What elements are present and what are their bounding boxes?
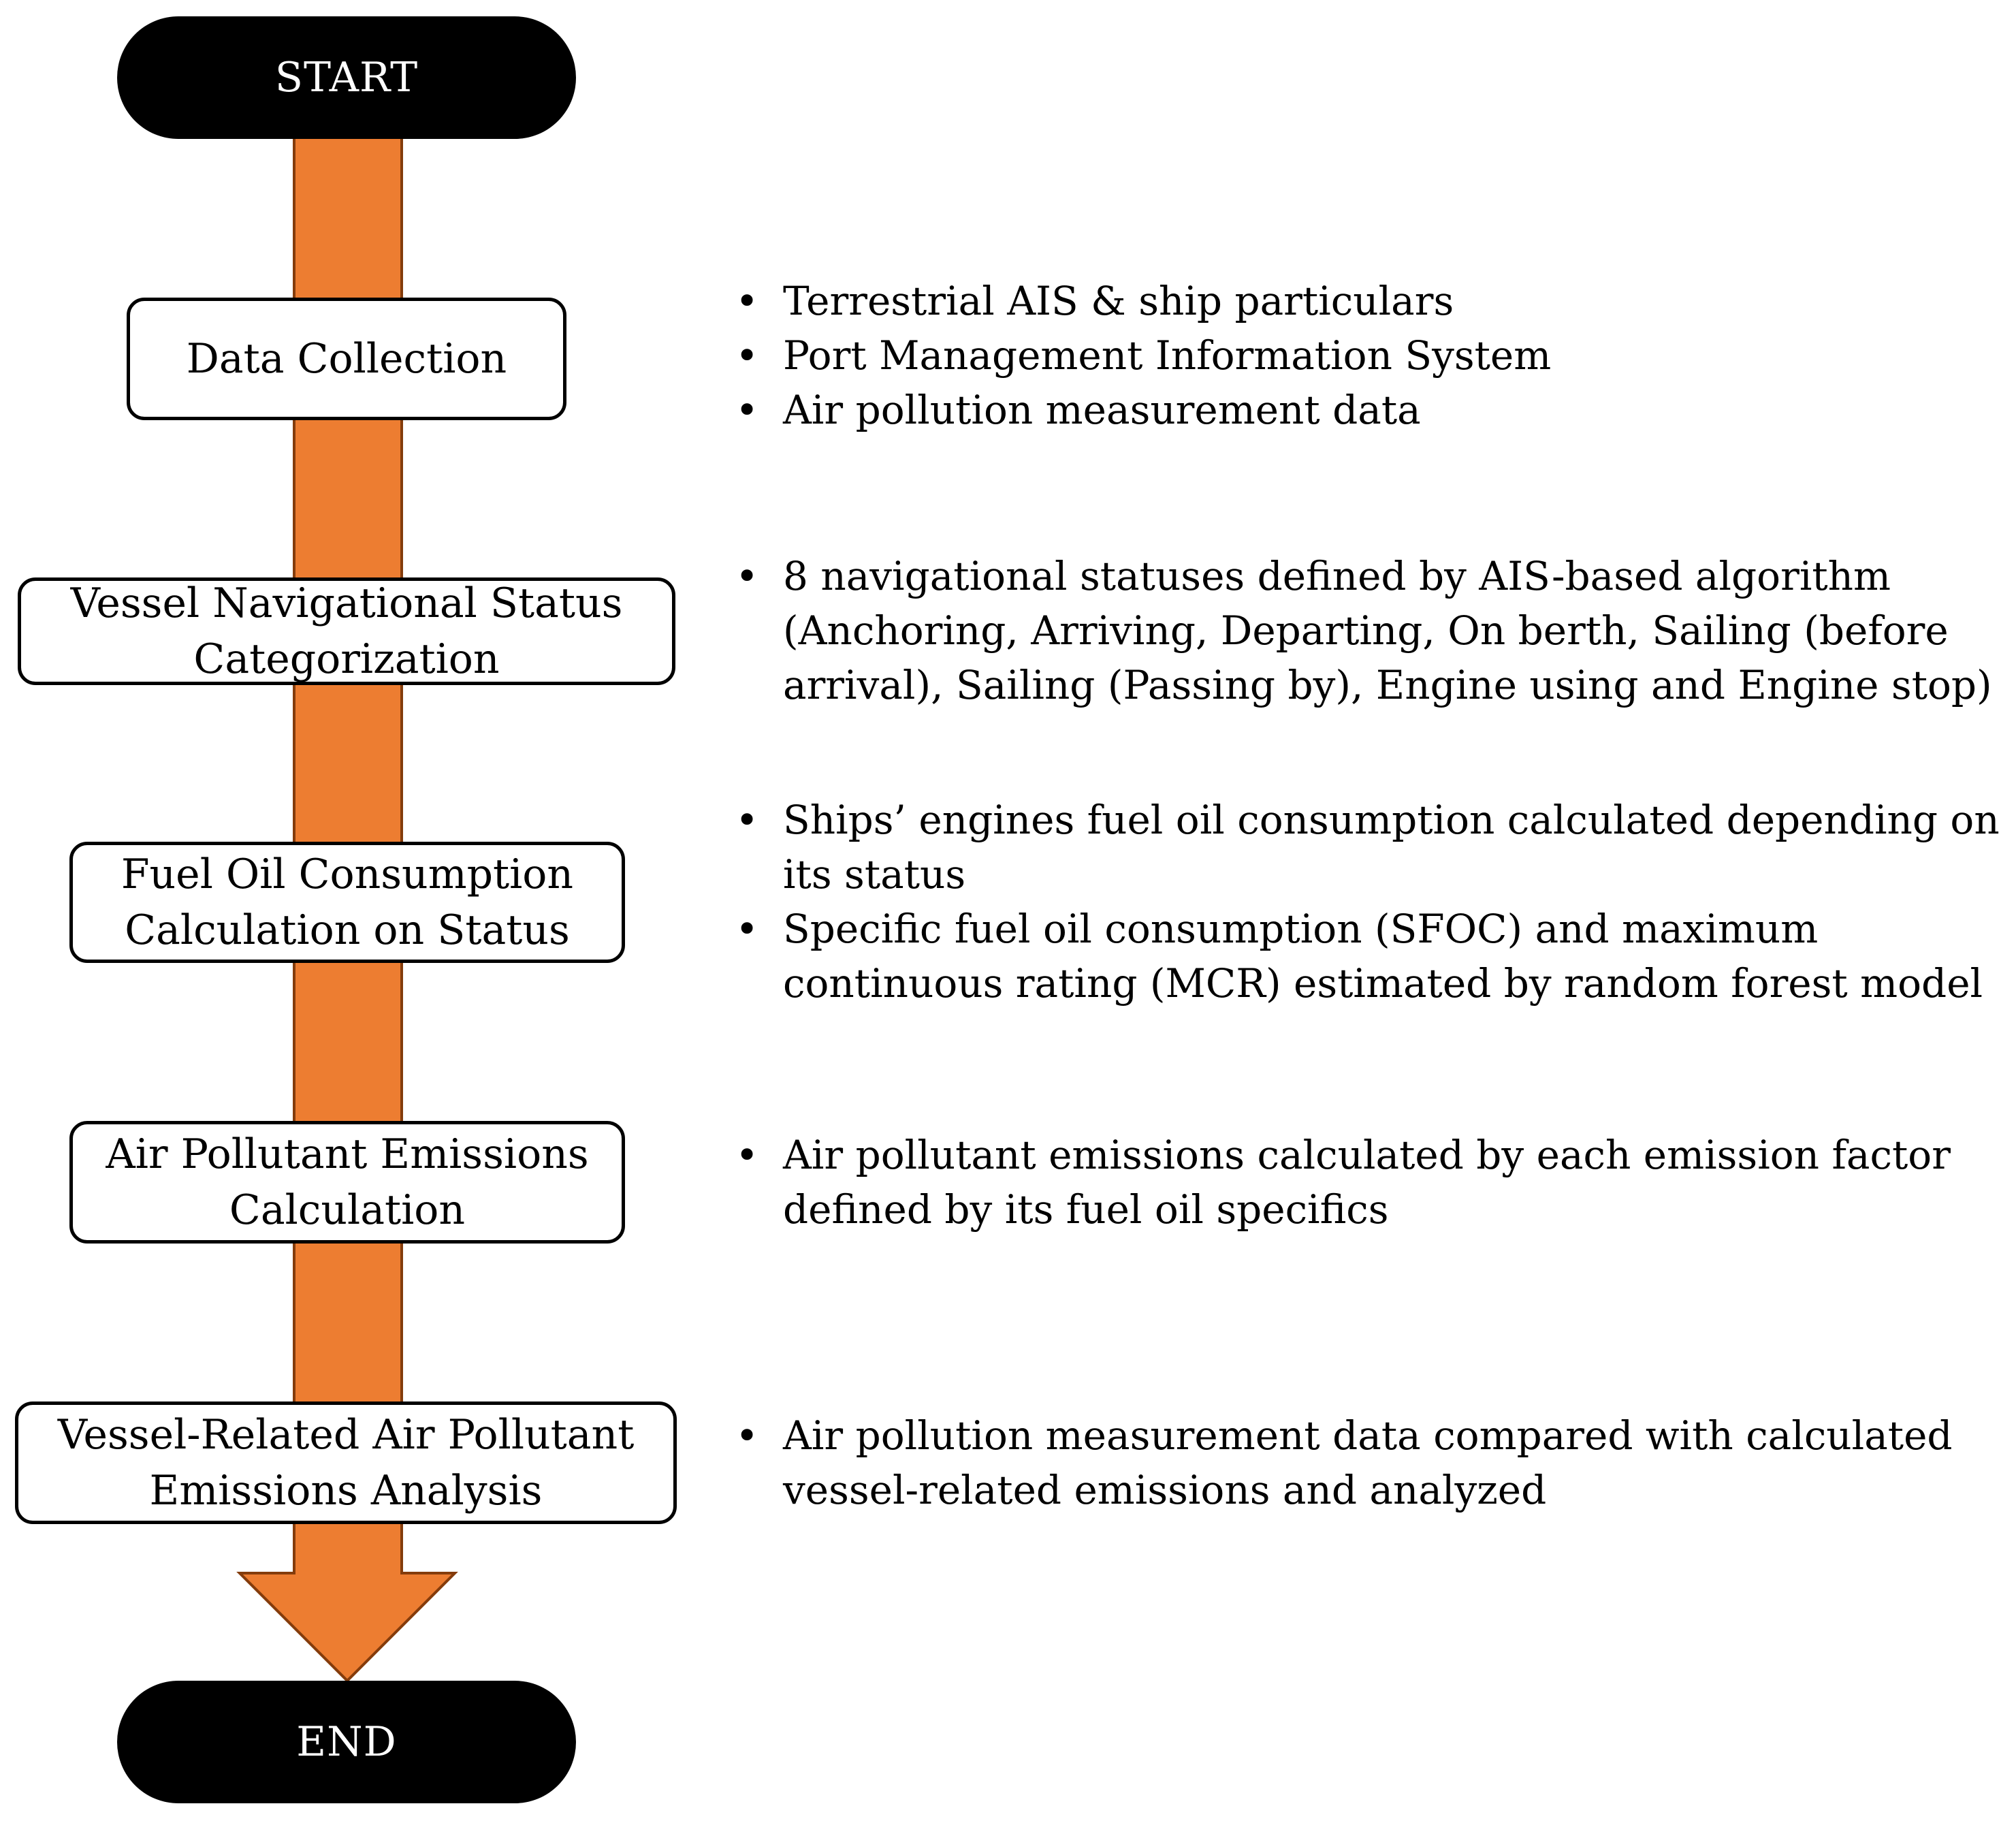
step-title-line: Data Collection	[186, 335, 507, 383]
bullet-line: its status	[783, 851, 966, 898]
bullet-item: • Air pollutant emissions calculated by …	[729, 1128, 2009, 1237]
bullets-data-collection: • Terrestrial AIS & ship particulars • P…	[729, 274, 2009, 437]
step-navigational-status: Vessel Navigational Status Categorizatio…	[18, 577, 675, 685]
bullet-line: 8 navigational statuses defined by AIS-b…	[783, 553, 1891, 599]
bullet-line: Ships’ engines fuel oil consumption calc…	[783, 797, 2000, 843]
bullet-line: arrival), Sailing (Passing by), Engine u…	[783, 662, 1992, 708]
end-label: END	[296, 1718, 397, 1766]
bullet-item: • Port Management Information System	[729, 328, 2009, 383]
step-title-line: Calculation	[229, 1186, 466, 1234]
bullet-line: (Anchoring, Arriving, Departing, On bert…	[783, 607, 1949, 654]
bullet-item: • 8 navigational statuses defined by AIS…	[729, 549, 2009, 712]
bullet-item: • Air pollution measurement data compare…	[729, 1408, 2009, 1517]
bullet-dot: •	[735, 278, 759, 324]
bullet-line: Air pollutant emissions calculated by ea…	[783, 1132, 1951, 1178]
bullets-emissions-analysis: • Air pollution measurement data compare…	[729, 1408, 2009, 1517]
bullet-dot: •	[735, 387, 759, 433]
bullets-emissions-calculation: • Air pollutant emissions calculated by …	[729, 1128, 2009, 1237]
bullets-fuel-oil-consumption: • Ships’ engines fuel oil consumption ca…	[729, 793, 2009, 1011]
bullets-navigational-status: • 8 navigational statuses defined by AIS…	[729, 549, 2009, 712]
step-emissions-analysis: Vessel-Related Air Pollutant Emissions A…	[15, 1402, 677, 1524]
bullet-dot: •	[735, 1132, 759, 1178]
step-title-line: Vessel Navigational Status	[70, 580, 623, 627]
step-fuel-oil-consumption: Fuel Oil Consumption Calculation on Stat…	[69, 842, 625, 963]
bullet-line: Port Management Information System	[783, 332, 1552, 379]
bullet-line: Terrestrial AIS & ship particulars	[783, 278, 1454, 324]
bullet-item: • Specific fuel oil consumption (SFOC) a…	[729, 902, 2009, 1011]
bullet-dot: •	[735, 332, 759, 379]
step-title-line: Emissions Analysis	[149, 1467, 543, 1515]
step-title-line: Categorization	[193, 635, 500, 683]
bullet-dot: •	[735, 797, 759, 843]
bullet-item: • Terrestrial AIS & ship particulars	[729, 274, 2009, 328]
bullet-line: vessel-related emissions and analyzed	[783, 1467, 1547, 1513]
step-title-line: Vessel-Related Air Pollutant	[57, 1411, 635, 1459]
step-data-collection: Data Collection	[127, 298, 566, 420]
bullet-dot: •	[735, 553, 759, 599]
bullet-line: Air pollution measurement data	[783, 387, 1421, 433]
bullet-line: continuous rating (MCR) estimated by ran…	[783, 960, 1983, 1007]
end-terminal: END	[117, 1681, 576, 1803]
start-label: START	[274, 54, 419, 101]
bullet-line: defined by its fuel oil specifics	[783, 1186, 1389, 1233]
step-title-line: Fuel Oil Consumption	[121, 851, 574, 898]
bullet-dot: •	[735, 1412, 759, 1459]
bullet-item: • Air pollution measurement data	[729, 383, 2009, 437]
step-title-line: Air Pollutant Emissions	[106, 1130, 589, 1178]
bullet-line: Specific fuel oil consumption (SFOC) and…	[783, 906, 1819, 952]
bullet-dot: •	[735, 906, 759, 952]
bullet-item: • Ships’ engines fuel oil consumption ca…	[729, 793, 2009, 902]
bullet-line: Air pollution measurement data compared …	[783, 1412, 1953, 1459]
step-title-line: Calculation on Status	[125, 906, 570, 954]
step-emissions-calculation: Air Pollutant Emissions Calculation	[69, 1121, 625, 1244]
start-terminal: START	[117, 16, 576, 139]
